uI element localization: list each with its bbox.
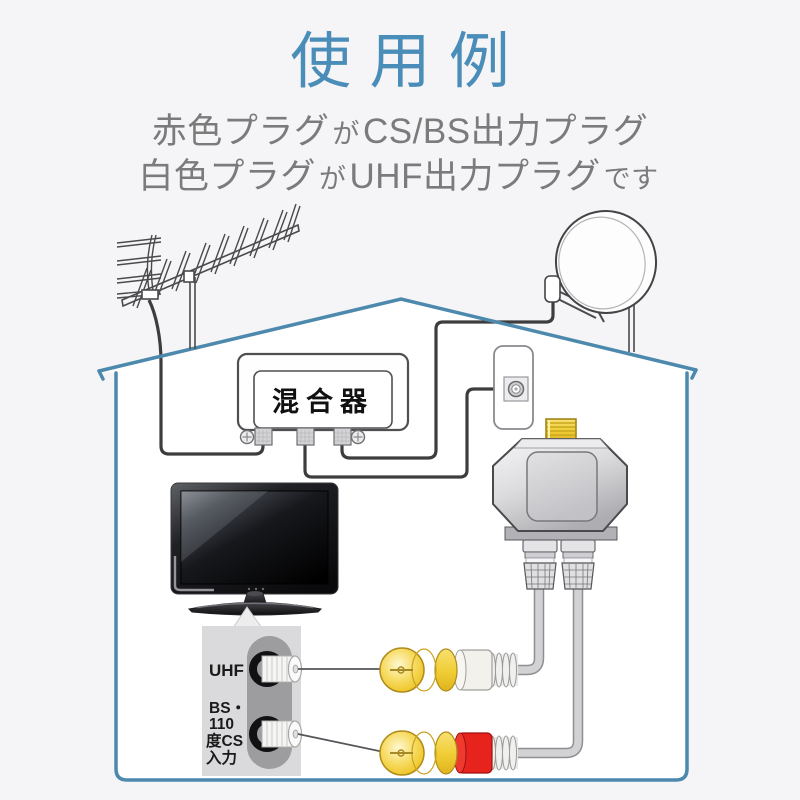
roof-eave-right <box>690 368 698 380</box>
terminal-panel: UHF BS・ 110 度CS 入力 <box>202 606 303 776</box>
coax-cables-dark <box>147 299 555 479</box>
splitter-cables <box>505 578 584 759</box>
dish-reflector <box>554 210 658 314</box>
house-outline <box>97 297 698 782</box>
cable-white-plug <box>505 578 543 674</box>
coax-cable-dish-to-mixer <box>340 299 555 460</box>
svg-text:度CS: 度CS <box>206 731 243 750</box>
tv <box>170 482 339 616</box>
uhf-terminal-label: UHF <box>209 661 244 680</box>
svg-text:入力: 入力 <box>206 748 237 767</box>
antenna-elements <box>132 203 301 309</box>
splitter-top-bevel <box>513 438 609 449</box>
wall-outlet-plate <box>493 345 534 430</box>
splitter-input-connector <box>545 418 577 442</box>
house-walls <box>114 371 689 782</box>
mixer-screws <box>239 429 366 445</box>
coax-cable-antenna-to-mixer <box>147 299 265 456</box>
svg-text:BS・: BS・ <box>209 700 246 717</box>
mixer-label: 混合器 <box>272 386 374 417</box>
splitter-output-ports <box>522 539 596 590</box>
satellite-dish <box>544 210 658 352</box>
tv-screen <box>180 490 329 585</box>
dish-lnb <box>544 275 561 303</box>
antenna-feed-box <box>183 270 195 283</box>
subtitle1-part1: 赤色プラグ <box>151 112 330 152</box>
mixer-box: 混合器 <box>236 352 410 446</box>
subtitle-line2: 白色プラグがUHF出力プラグです <box>0 155 800 200</box>
white-band-plug <box>379 647 518 693</box>
bs-terminal-label: BS・ 110 度CS 入力 <box>206 700 246 767</box>
subtitle2-part1: 白色プラグ <box>138 156 316 196</box>
dish-rim <box>558 216 646 310</box>
cable-red-plug <box>505 578 582 757</box>
page-title: 使用例 <box>0 26 800 96</box>
uhf-terminal <box>249 651 303 687</box>
red-band-plug <box>379 730 518 776</box>
subtitle1-particle: が <box>332 119 360 150</box>
antenna-mast <box>189 277 196 349</box>
subtitle2-part2: UHF出力プラグ <box>349 156 601 196</box>
splitter-face-panel <box>526 451 598 522</box>
tv-screen-gloss <box>181 491 268 562</box>
page-title-text: 使用例 <box>290 27 529 95</box>
subtitle1-part2: CS/BS出力プラグ <box>362 112 649 152</box>
antenna-clamp <box>141 289 159 300</box>
coax-cable-mixer-to-outlet <box>303 387 503 479</box>
bs-terminal <box>249 716 303 752</box>
subtitle-line1: 赤色プラグがCS/BS出力プラグ <box>0 110 800 155</box>
leader-lines <box>297 668 385 753</box>
subtitle2-particle: が <box>318 163 347 194</box>
roof-eave-left <box>97 369 105 381</box>
leader-line-bs <box>297 733 385 753</box>
splitter-device <box>492 418 628 590</box>
svg-text:110: 110 <box>209 716 234 733</box>
mixer-stubs <box>254 427 352 446</box>
tv-frame-edge <box>173 556 214 592</box>
subtitle2-suffix: です <box>603 163 659 194</box>
uhf-antenna <box>116 203 301 349</box>
house-roof <box>97 297 698 373</box>
header: 使用例 赤色プラグがCS/BS出力プラグ 白色プラグがUHF出力プラグです <box>0 0 800 200</box>
